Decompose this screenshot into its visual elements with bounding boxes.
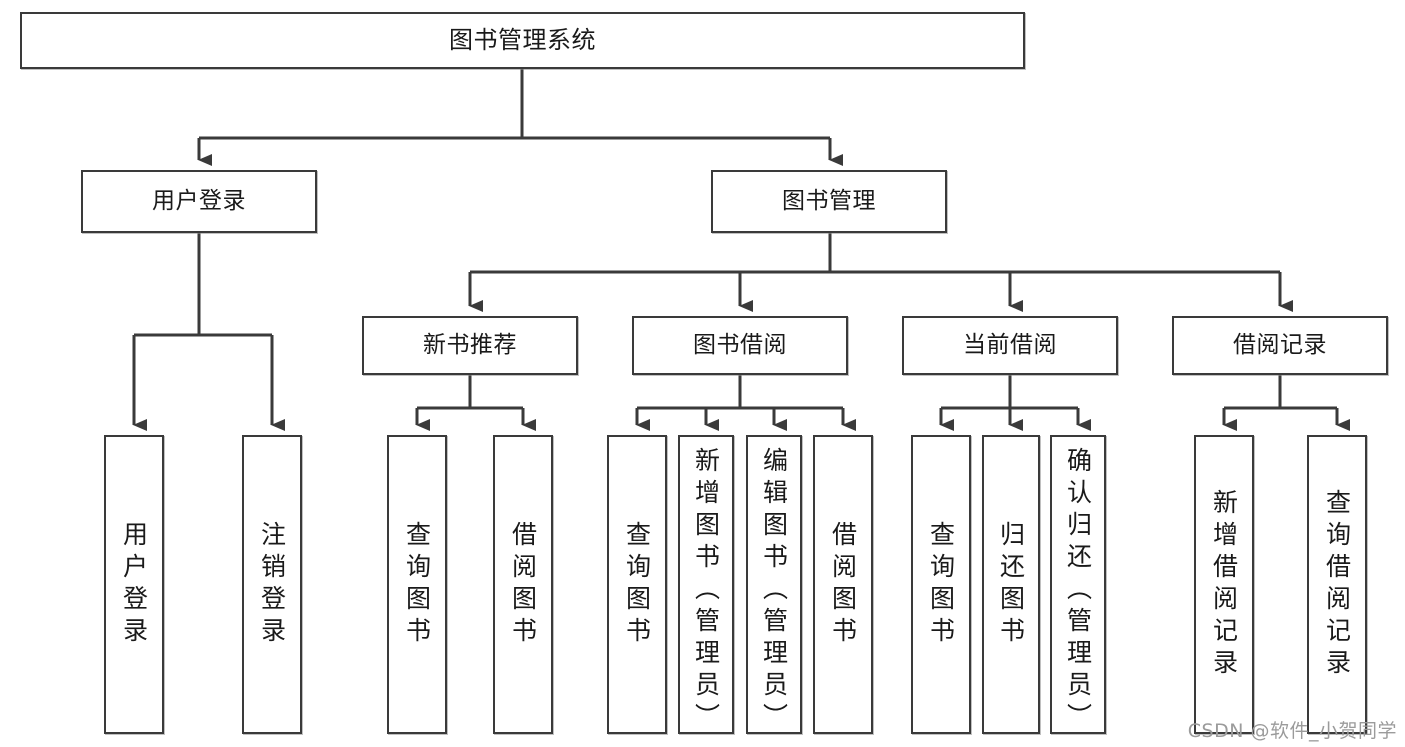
node-leaf-query-record[interactable]: 查询借阅记录: [1307, 435, 1367, 734]
node-borrow-record[interactable]: 借阅记录: [1172, 316, 1388, 375]
node-leaf-edit-book-label: 编辑图书（管理员）: [759, 447, 789, 735]
node-borrow-record-label: 借阅记录: [1233, 331, 1327, 358]
node-leaf-query-record-label: 查询借阅记录: [1322, 488, 1352, 681]
node-leaf-add-record-label: 新增借阅记录: [1209, 488, 1239, 681]
node-book-borrow[interactable]: 图书借阅: [632, 316, 848, 375]
node-user-login[interactable]: 用户登录: [81, 170, 317, 233]
node-book-manage-label: 图书管理: [782, 187, 876, 214]
node-leaf-user-login-label: 用户登录: [119, 520, 149, 649]
node-leaf-edit-book[interactable]: 编辑图书（管理员）: [746, 435, 802, 735]
node-new-book-rec[interactable]: 新书推荐: [362, 316, 578, 375]
watermark: CSDN @软件_小贺同学: [1187, 720, 1397, 742]
node-leaf-return-book-label: 归还图书: [996, 520, 1026, 649]
node-leaf-confirm-return[interactable]: 确认归还（管理员）: [1050, 435, 1106, 735]
node-leaf-query-book-1-label: 查询图书: [402, 520, 432, 649]
node-leaf-confirm-return-label: 确认归还（管理员）: [1063, 447, 1093, 735]
node-root-label: 图书管理系统: [449, 26, 596, 55]
node-book-manage[interactable]: 图书管理: [711, 170, 947, 233]
node-leaf-logout-label: 注销登录: [257, 520, 287, 649]
node-leaf-add-book[interactable]: 新增图书（管理员）: [678, 435, 734, 735]
node-leaf-return-book[interactable]: 归还图书: [982, 435, 1040, 734]
node-root[interactable]: 图书管理系统: [20, 12, 1025, 69]
node-leaf-add-record[interactable]: 新增借阅记录: [1194, 435, 1254, 734]
node-leaf-query-book-2[interactable]: 查询图书: [607, 435, 667, 734]
node-leaf-query-book-3-label: 查询图书: [926, 520, 956, 649]
node-user-login-label: 用户登录: [152, 187, 246, 214]
node-leaf-query-book-3[interactable]: 查询图书: [911, 435, 971, 734]
node-book-borrow-label: 图书借阅: [693, 331, 787, 358]
node-leaf-borrow-book-1[interactable]: 借阅图书: [493, 435, 553, 734]
node-leaf-logout[interactable]: 注销登录: [242, 435, 302, 734]
node-leaf-borrow-book-1-label: 借阅图书: [508, 520, 538, 649]
node-leaf-borrow-book-2-label: 借阅图书: [828, 520, 858, 649]
node-leaf-query-book-2-label: 查询图书: [622, 520, 652, 649]
node-new-book-rec-label: 新书推荐: [423, 331, 517, 358]
node-current-borrow-label: 当前借阅: [963, 331, 1057, 358]
node-current-borrow[interactable]: 当前借阅: [902, 316, 1118, 375]
node-leaf-borrow-book-2[interactable]: 借阅图书: [813, 435, 873, 734]
node-leaf-add-book-label: 新增图书（管理员）: [691, 447, 721, 735]
node-leaf-query-book-1[interactable]: 查询图书: [387, 435, 447, 734]
node-leaf-user-login[interactable]: 用户登录: [104, 435, 164, 734]
